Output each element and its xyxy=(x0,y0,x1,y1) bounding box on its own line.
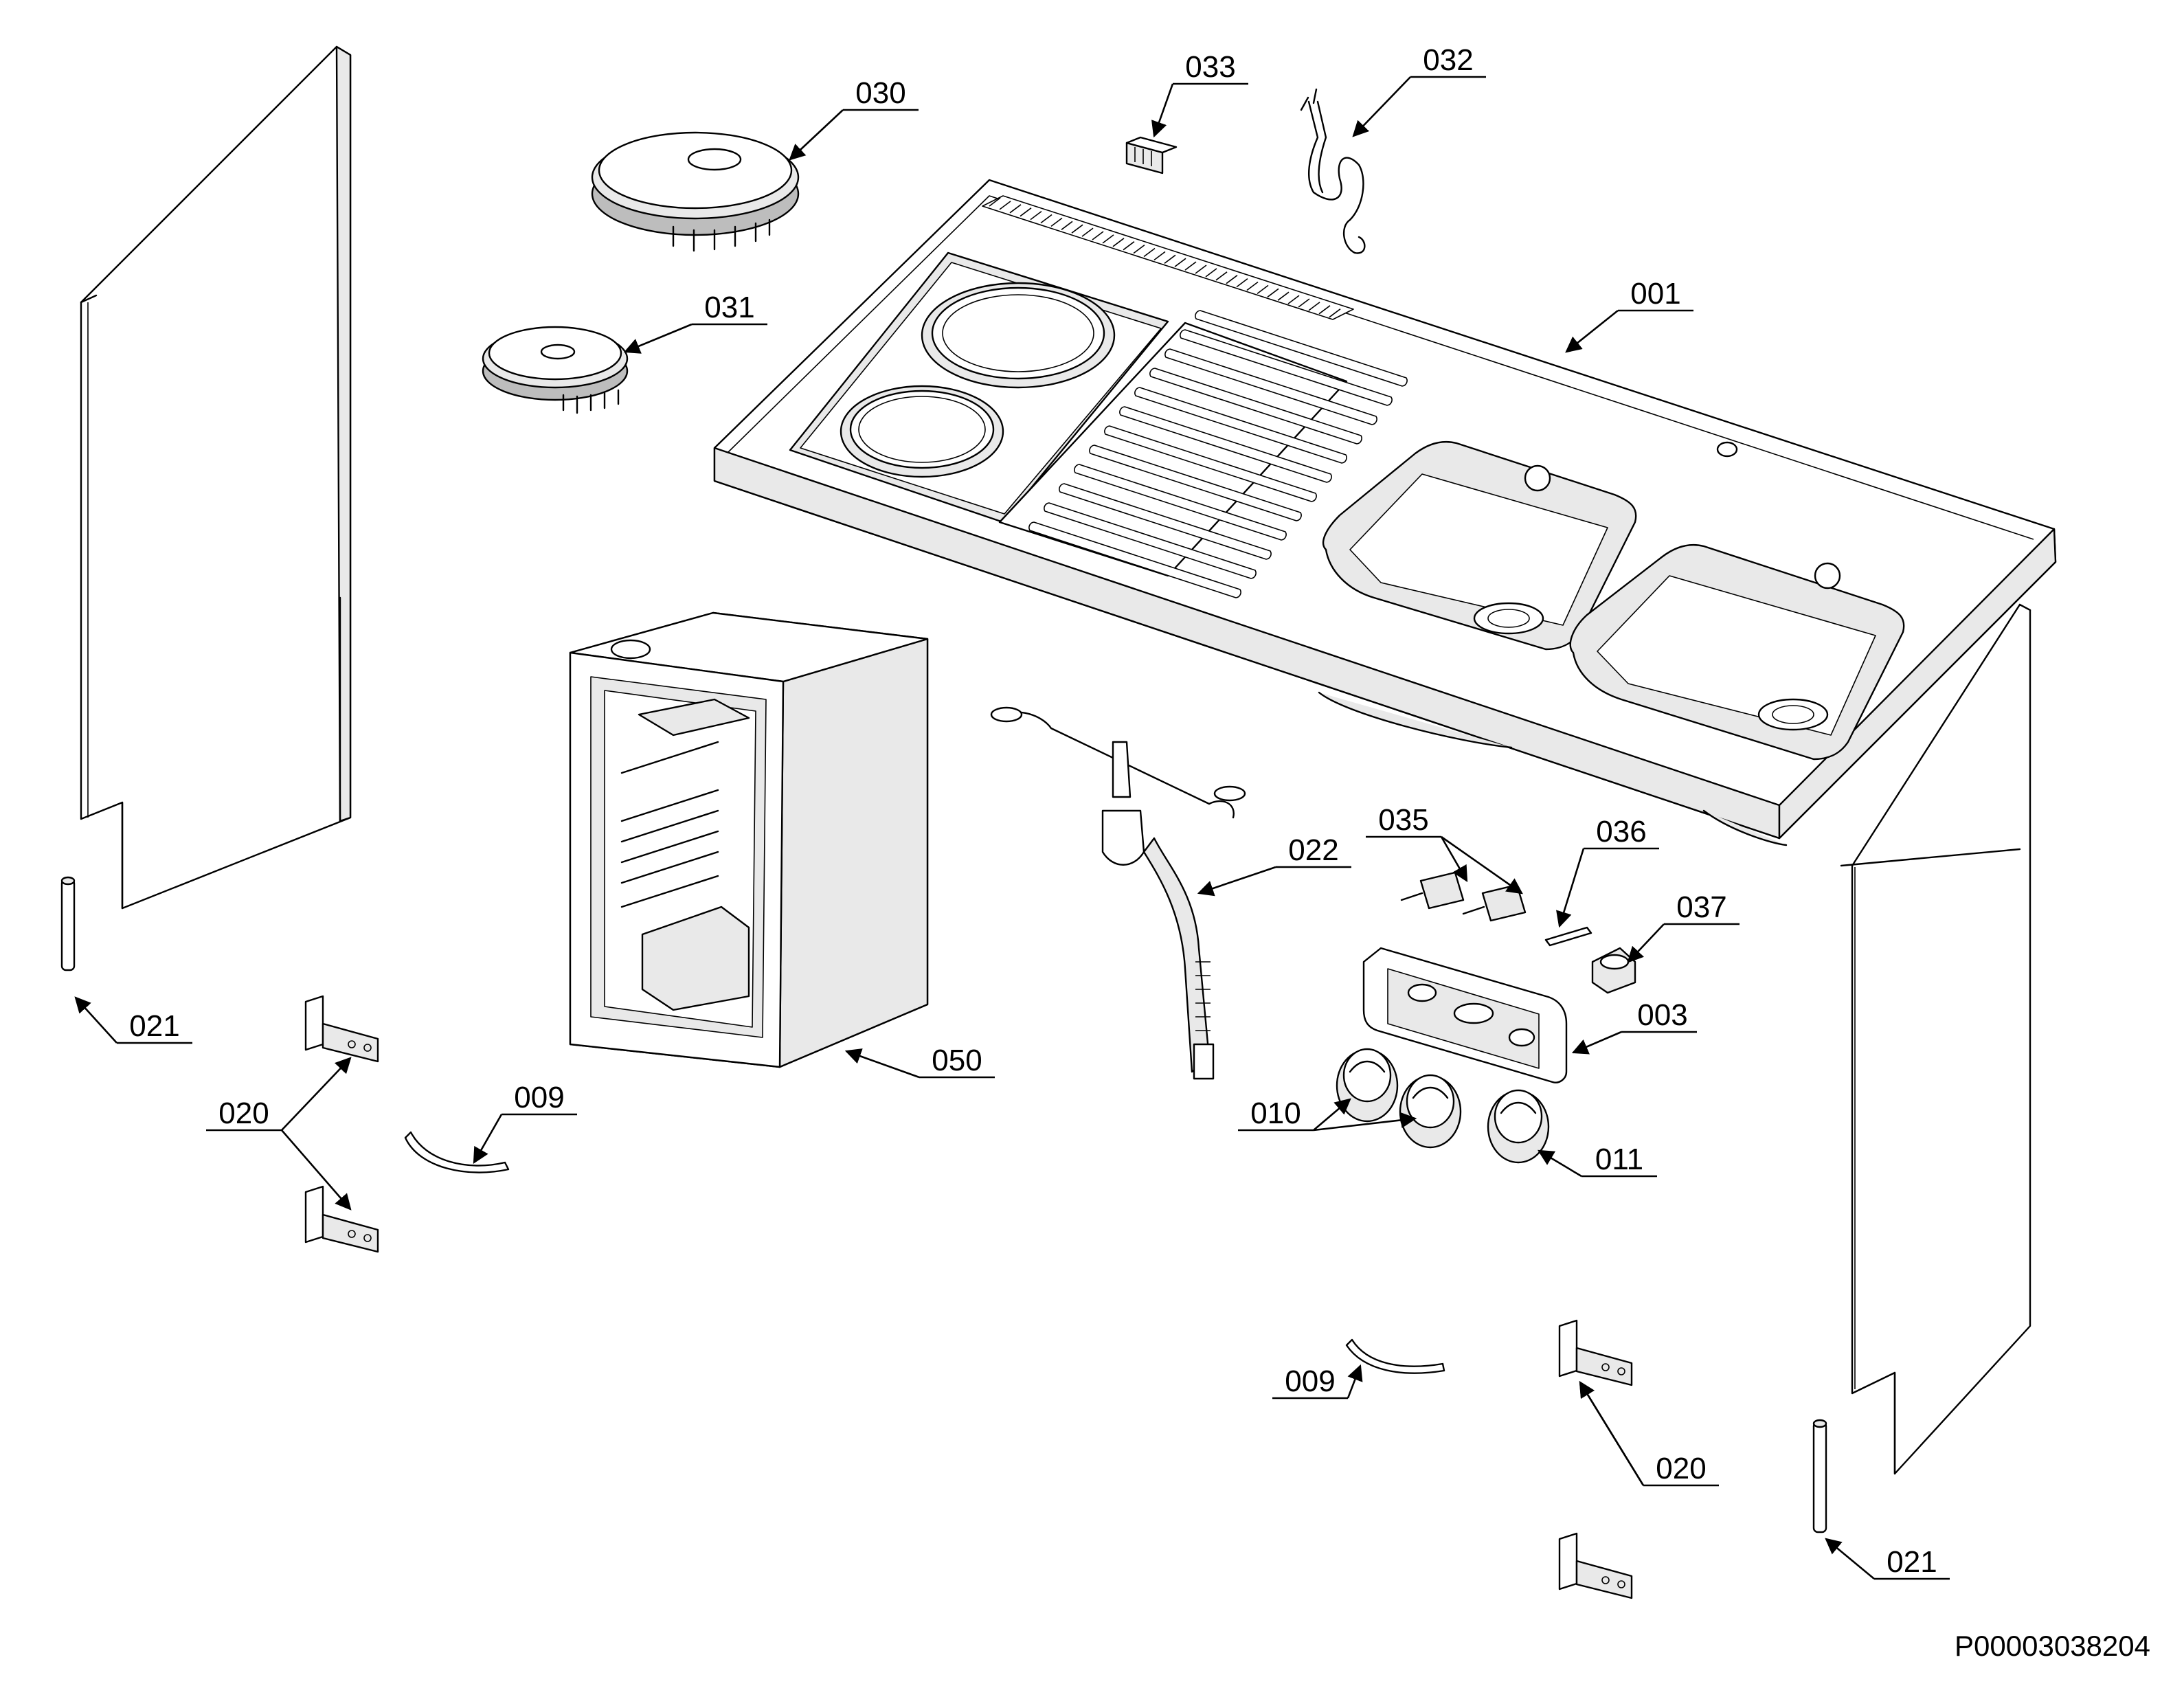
leader-arrow xyxy=(1151,83,1174,138)
leader-arrow xyxy=(1352,76,1411,137)
hotplate-030 xyxy=(591,131,800,252)
callout-036-16: 036 xyxy=(1556,815,1659,928)
part-label: 032 xyxy=(1423,43,1473,77)
leader-arrow xyxy=(1565,309,1619,353)
power-cable-032 xyxy=(1300,88,1366,254)
callout-050-18: 050 xyxy=(844,1044,995,1079)
leader-arrow xyxy=(281,1057,352,1131)
leader-arrow xyxy=(1347,1364,1363,1399)
handle-009-left xyxy=(404,1131,510,1173)
vent-slots xyxy=(982,195,1354,320)
handle-009-right xyxy=(1345,1338,1445,1374)
callout-001-0: 001 xyxy=(1565,277,1693,353)
leader-arrow xyxy=(1825,1538,1875,1580)
terminal-block-033 xyxy=(1125,136,1178,175)
drawing-number: P00003038204 xyxy=(1955,1630,2150,1662)
part-label: 009 xyxy=(1285,1364,1335,1398)
leader-arrow xyxy=(1197,866,1276,897)
part-label: 050 xyxy=(932,1044,982,1077)
switches-035 xyxy=(1400,871,1527,922)
part-label: 036 xyxy=(1596,815,1646,848)
part-label: 031 xyxy=(704,291,754,324)
part-label: 035 xyxy=(1378,803,1428,837)
thermostat-037 xyxy=(1591,947,1636,994)
callout-labels: 001 003 009 009 010 011 020 020 021 021 022 030 031 0… xyxy=(74,43,1950,1580)
right-leg-021 xyxy=(1812,1419,1827,1533)
part-label: 021 xyxy=(129,1009,179,1043)
control-panel-003 xyxy=(1362,947,1568,1083)
leader-arrow-extra xyxy=(1579,1381,1645,1486)
sink-hob-unit-001 xyxy=(713,179,2057,846)
leader-arrow xyxy=(789,109,844,161)
leader-arrow xyxy=(1556,848,1585,928)
hotplate-031 xyxy=(482,326,629,414)
drain-assembly-022 xyxy=(990,706,1246,1080)
leader-arrow xyxy=(1440,836,1468,883)
callout-020-7: 020 xyxy=(1579,1381,1719,1487)
hinge-020-upper-right xyxy=(1558,1319,1633,1386)
hinge-020-lower-left xyxy=(304,1185,379,1253)
callout-022-10: 022 xyxy=(1197,833,1351,897)
callout-010-4: 010 xyxy=(1238,1097,1417,1132)
part-label: 003 xyxy=(1637,998,1687,1032)
part-label: 030 xyxy=(855,76,905,110)
hinge-020-upper-left xyxy=(304,995,379,1063)
leader-arrow-extra xyxy=(1441,835,1523,895)
callout-021-9: 021 xyxy=(1825,1538,1950,1580)
knob-011 xyxy=(1487,1089,1550,1164)
leader-arrow xyxy=(1571,1031,1622,1055)
part-label: 022 xyxy=(1288,833,1338,867)
part-label: 037 xyxy=(1676,890,1726,924)
indicator-lamp-036 xyxy=(1544,926,1592,947)
callout-030-11: 030 xyxy=(789,76,919,161)
part-label: 021 xyxy=(1887,1545,1937,1579)
leader-arrow xyxy=(473,1114,503,1165)
part-label: 020 xyxy=(218,1097,269,1130)
fridge-050 xyxy=(569,611,929,1068)
callout-032-13: 032 xyxy=(1352,43,1486,137)
hinge-020-lower-right xyxy=(1558,1532,1633,1599)
leader-arrow xyxy=(1313,1112,1417,1132)
callout-003-1: 003 xyxy=(1571,998,1697,1055)
leader-arrow xyxy=(1627,923,1665,963)
part-label: 001 xyxy=(1630,277,1680,311)
knobs-010 xyxy=(1336,1048,1462,1149)
sink-bowl-2 xyxy=(1569,543,1905,761)
leader-arrow xyxy=(623,323,693,354)
callout-021-8: 021 xyxy=(74,996,192,1044)
left-side-panel xyxy=(80,45,352,910)
callout-035-15: 035 xyxy=(1366,803,1468,883)
right-side-panel xyxy=(1840,603,2031,1475)
callout-009-3: 009 xyxy=(1272,1364,1363,1400)
callout-011-5: 011 xyxy=(1537,1143,1657,1178)
part-label: 009 xyxy=(514,1081,564,1114)
leader-arrow xyxy=(74,996,117,1044)
leader-arrow-extra xyxy=(1313,1098,1351,1131)
leader-arrow xyxy=(1537,1149,1582,1178)
part-label: 010 xyxy=(1250,1097,1301,1130)
callout-033-14: 033 xyxy=(1151,50,1248,138)
part-label: 020 xyxy=(1656,1452,1706,1485)
part-label: 011 xyxy=(1595,1143,1643,1176)
callout-009-2: 009 xyxy=(473,1081,577,1165)
leader-arrow-extra xyxy=(281,1129,352,1211)
callout-037-17: 037 xyxy=(1627,890,1740,963)
callout-031-12: 031 xyxy=(623,291,767,354)
left-leg-021 xyxy=(60,876,76,971)
part-label: 033 xyxy=(1185,50,1235,84)
sink-bowl-1 xyxy=(1322,440,1637,651)
leader-arrow xyxy=(844,1048,920,1079)
callout-020-6: 020 xyxy=(206,1057,352,1132)
